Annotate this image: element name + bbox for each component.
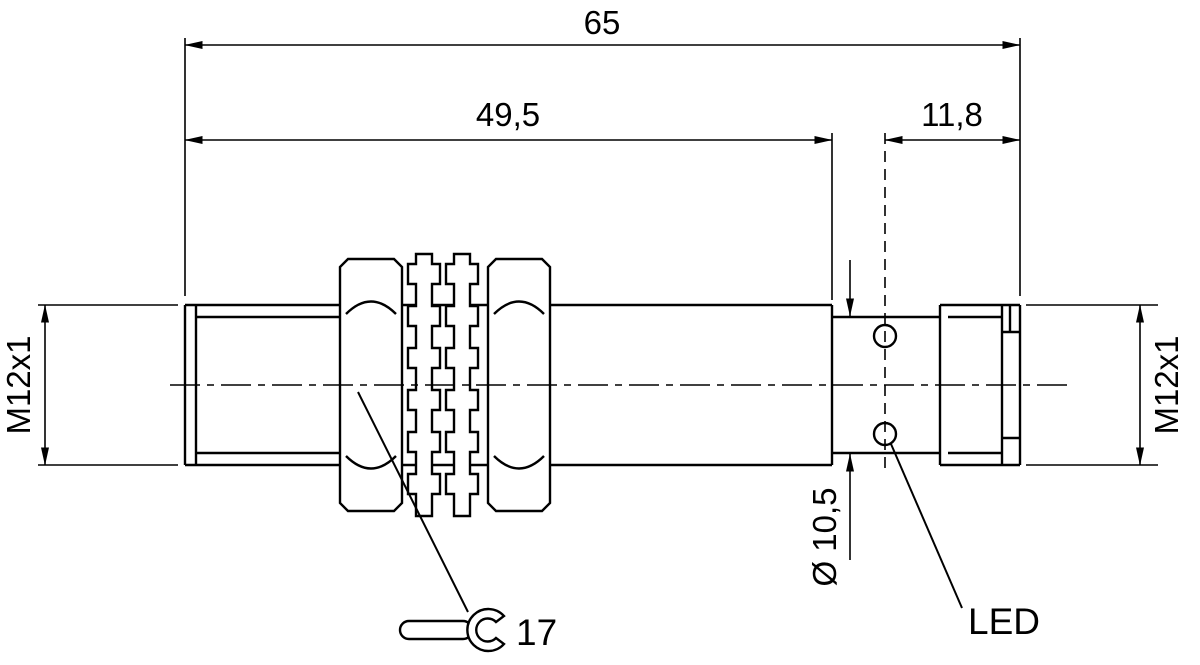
dimension-diameter: Ø 10,5 [806,260,854,587]
thread-lines-left [196,315,340,455]
extension-lines-65 [184,38,1021,296]
dimension-housing-length: 49,5 [184,96,833,300]
wrench-icon [398,607,506,653]
wrench-jaw [466,607,506,653]
wrench-size-label: 17 [516,612,557,653]
dimension-label-diameter: Ø 10,5 [806,487,843,586]
wrench-leader-line [357,391,469,613]
dimension-connector-length: 11,8 [884,96,1021,144]
dimension-label-m12-right: M12x1 [1148,335,1185,434]
led-callout: LED [890,443,1040,642]
dimension-overall-length: 65 [184,4,1021,296]
connector-socket-lines [1002,330,1020,440]
led-leader-line [890,443,963,609]
extension-lines-m12-left [38,304,178,466]
dimension-thread-left: M12x1 [0,304,178,466]
dimension-label-65: 65 [584,4,621,41]
thread-lines-right [948,315,1002,455]
wrench-callout: 17 [357,391,557,653]
lock-washer-1 [406,252,442,518]
dimension-label-m12-left: M12x1 [0,335,37,434]
rear-cap-outline [832,315,940,455]
dimension-thread-right: M12x1 [1026,304,1185,466]
hex-nut-2-chamfer-arcs [493,300,545,470]
dimension-label-11-8: 11,8 [921,96,983,133]
wrench-handle [398,619,474,641]
dimension-label-49-5: 49,5 [476,96,540,133]
led-label: LED [968,601,1040,642]
